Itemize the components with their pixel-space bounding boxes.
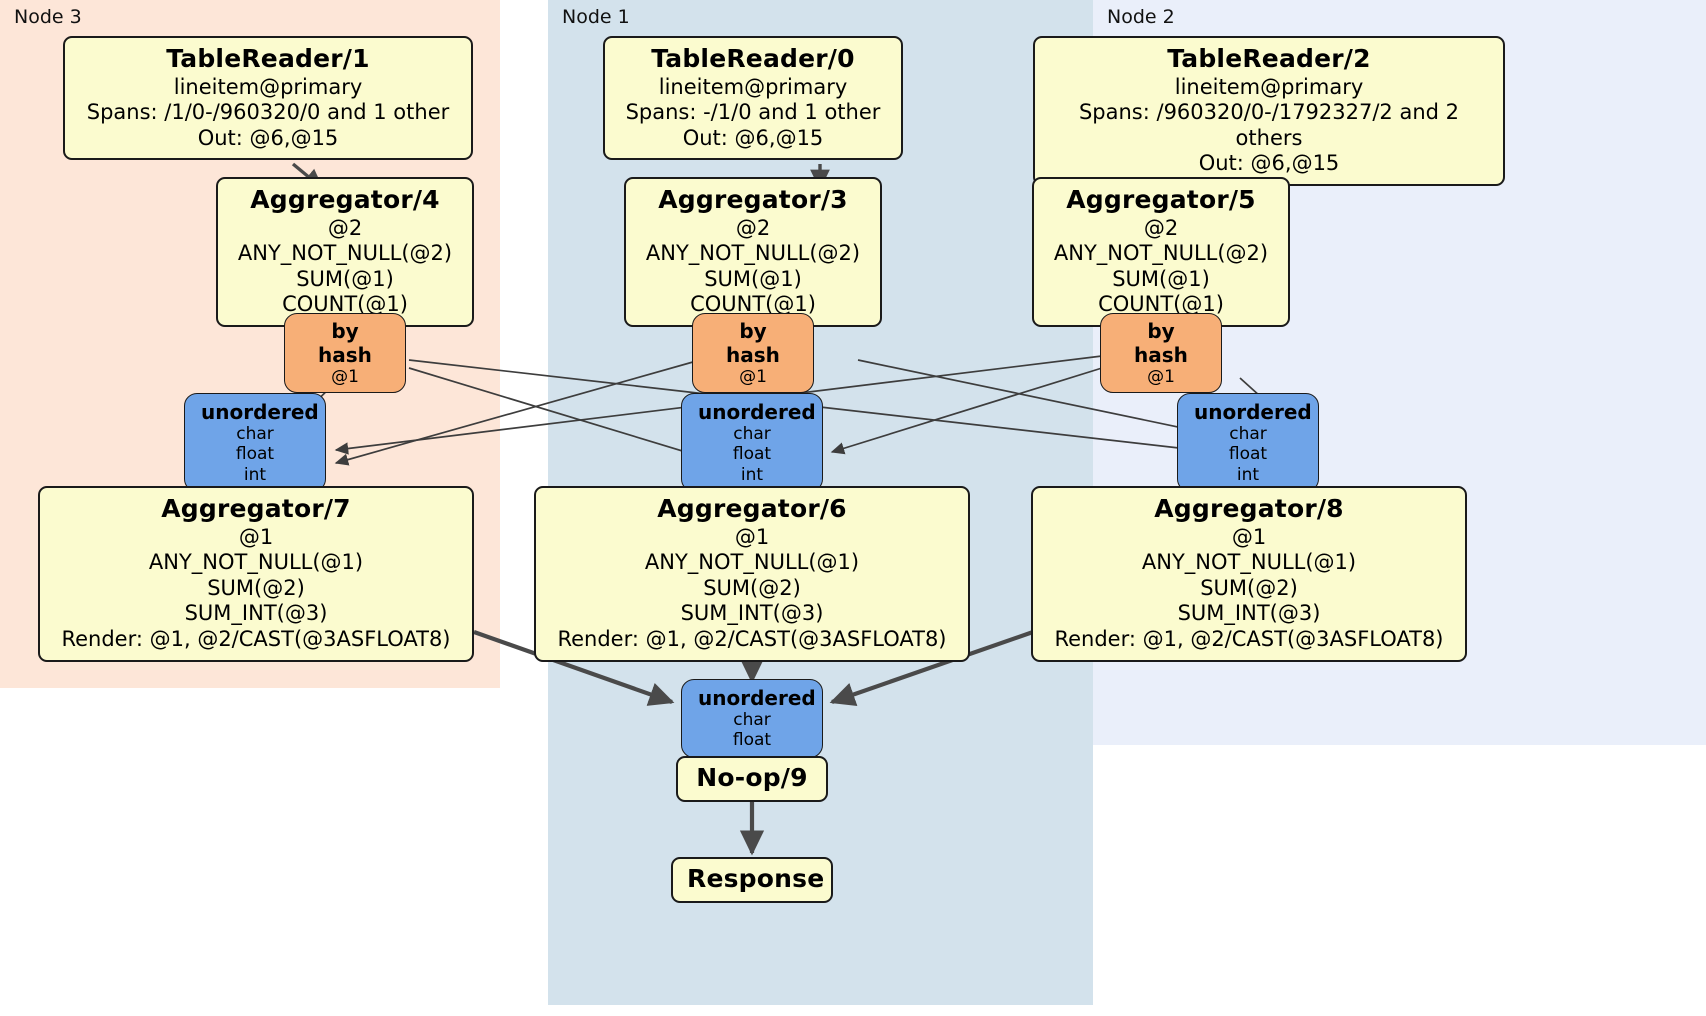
node-panel-label: Node 1 <box>562 6 630 28</box>
processor-line: SUM(@2) <box>703 575 801 600</box>
processor-line: SUM(@1) <box>1112 266 1210 291</box>
processor-title: Aggregator/6 <box>657 494 847 523</box>
processor-line: lineitem@primary <box>173 74 363 99</box>
router-line: char <box>236 424 274 444</box>
router-unordered-left[interactable]: unordered char float int <box>184 393 326 493</box>
router-unordered-final[interactable]: unordered char float <box>681 679 823 758</box>
processor-table-reader-2[interactable]: TableReader/2 lineitem@primary Spans: /9… <box>1033 36 1505 186</box>
router-line: int <box>1236 464 1260 485</box>
router-by-hash-left[interactable]: by hash @1 <box>284 313 406 394</box>
router-by-hash-center[interactable]: by hash @1 <box>692 313 814 394</box>
router-line: char <box>733 424 771 444</box>
router-line: int <box>740 464 764 485</box>
processor-line: ANY_NOT_NULL(@2) <box>237 241 453 266</box>
processor-title: Response <box>687 864 825 893</box>
router-line: float <box>732 730 772 751</box>
router-title: by hash <box>1134 319 1188 367</box>
processor-line: SUM(@1) <box>296 266 394 291</box>
processor-title: Aggregator/3 <box>658 185 848 214</box>
processor-title: Aggregator/5 <box>1066 185 1256 214</box>
router-line: char <box>733 710 771 730</box>
router-line: float <box>1228 444 1268 465</box>
processor-title: Aggregator/8 <box>1154 494 1344 523</box>
processor-aggregator-4[interactable]: Aggregator/4 @2 ANY_NOT_NULL(@2) SUM(@1)… <box>216 177 474 327</box>
router-line: int <box>243 464 267 485</box>
processor-line: @1 <box>1231 524 1267 549</box>
processor-line: SUM(@2) <box>1200 575 1298 600</box>
router-unordered-center[interactable]: unordered char float int <box>681 393 823 493</box>
processor-line: @2 <box>327 215 363 240</box>
router-title: unordered <box>201 400 319 424</box>
router-title: unordered <box>698 400 816 424</box>
processor-line: ANY_NOT_NULL(@2) <box>645 241 861 266</box>
processor-title: TableReader/2 <box>1167 44 1371 73</box>
router-line: float <box>235 444 275 465</box>
router-title: unordered <box>1194 400 1312 424</box>
processor-line: ANY_NOT_NULL(@1) <box>644 550 860 575</box>
router-by-hash-right[interactable]: by hash @1 <box>1100 313 1222 394</box>
processor-title: No-op/9 <box>696 763 808 792</box>
processor-line: ANY_NOT_NULL(@1) <box>148 550 364 575</box>
processor-line: COUNT(@1) <box>282 292 408 317</box>
processor-title: TableReader/0 <box>651 44 855 73</box>
processor-response[interactable]: Response <box>671 857 833 903</box>
processor-line: Out: @6,@15 <box>197 125 339 150</box>
router-line: float <box>732 444 772 465</box>
processor-line: Spans: /1/0-/960320/0 and 1 other <box>86 100 450 125</box>
processor-line: @2 <box>1143 215 1179 240</box>
node-panel-label: Node 3 <box>14 6 82 28</box>
router-line: @1 <box>331 367 359 387</box>
processor-aggregator-5[interactable]: Aggregator/5 @2 ANY_NOT_NULL(@2) SUM(@1)… <box>1032 177 1290 327</box>
processor-line: Render: @1, @2/CAST(@3ASFLOAT8) <box>61 626 451 651</box>
router-title: by hash <box>318 319 372 367</box>
processor-line: @2 <box>735 215 771 240</box>
processor-noop-9[interactable]: No-op/9 <box>676 756 828 802</box>
processor-line: Out: @6,@15 <box>1198 151 1340 176</box>
processor-table-reader-1[interactable]: TableReader/1 lineitem@primary Spans: /1… <box>63 36 473 161</box>
processor-line: Spans: -/1/0 and 1 other <box>625 100 881 125</box>
processor-line: SUM_INT(@3) <box>680 601 824 626</box>
processor-aggregator-3[interactable]: Aggregator/3 @2 ANY_NOT_NULL(@2) SUM(@1)… <box>624 177 882 327</box>
processor-title: Aggregator/4 <box>250 185 440 214</box>
processor-table-reader-0[interactable]: TableReader/0 lineitem@primary Spans: -/… <box>603 36 903 161</box>
processor-line: lineitem@primary <box>1174 74 1364 99</box>
processor-line: Render: @1, @2/CAST(@3ASFLOAT8) <box>557 626 947 651</box>
processor-line: Render: @1, @2/CAST(@3ASFLOAT8) <box>1054 626 1444 651</box>
router-line: char <box>1229 424 1267 444</box>
processor-line: Out: @6,@15 <box>682 125 824 150</box>
processor-title: Aggregator/7 <box>161 494 351 523</box>
processor-line: COUNT(@1) <box>690 292 816 317</box>
processor-line: @1 <box>734 524 770 549</box>
processor-aggregator-6[interactable]: Aggregator/6 @1 ANY_NOT_NULL(@1) SUM(@2)… <box>534 486 970 662</box>
router-title: unordered <box>698 686 816 710</box>
processor-line: COUNT(@1) <box>1098 292 1224 317</box>
processor-aggregator-8[interactable]: Aggregator/8 @1 ANY_NOT_NULL(@1) SUM(@2)… <box>1031 486 1467 662</box>
processor-line: SUM(@2) <box>207 575 305 600</box>
node-panel-label: Node 2 <box>1107 6 1175 28</box>
processor-line: SUM_INT(@3) <box>184 601 328 626</box>
processor-line: ANY_NOT_NULL(@1) <box>1141 550 1357 575</box>
processor-line: SUM(@1) <box>704 266 802 291</box>
processor-line: ANY_NOT_NULL(@2) <box>1053 241 1269 266</box>
processor-title: TableReader/1 <box>166 44 370 73</box>
processor-line: @1 <box>238 524 274 549</box>
router-unordered-right[interactable]: unordered char float int <box>1177 393 1319 493</box>
processor-line: Spans: /960320/0-/1792327/2 and 2 others <box>1078 100 1460 150</box>
processor-line: SUM_INT(@3) <box>1177 601 1321 626</box>
router-line: @1 <box>739 367 767 387</box>
processor-aggregator-7[interactable]: Aggregator/7 @1 ANY_NOT_NULL(@1) SUM(@2)… <box>38 486 474 662</box>
processor-line: lineitem@primary <box>658 74 848 99</box>
router-title: by hash <box>726 319 780 367</box>
router-line: @1 <box>1147 367 1175 387</box>
